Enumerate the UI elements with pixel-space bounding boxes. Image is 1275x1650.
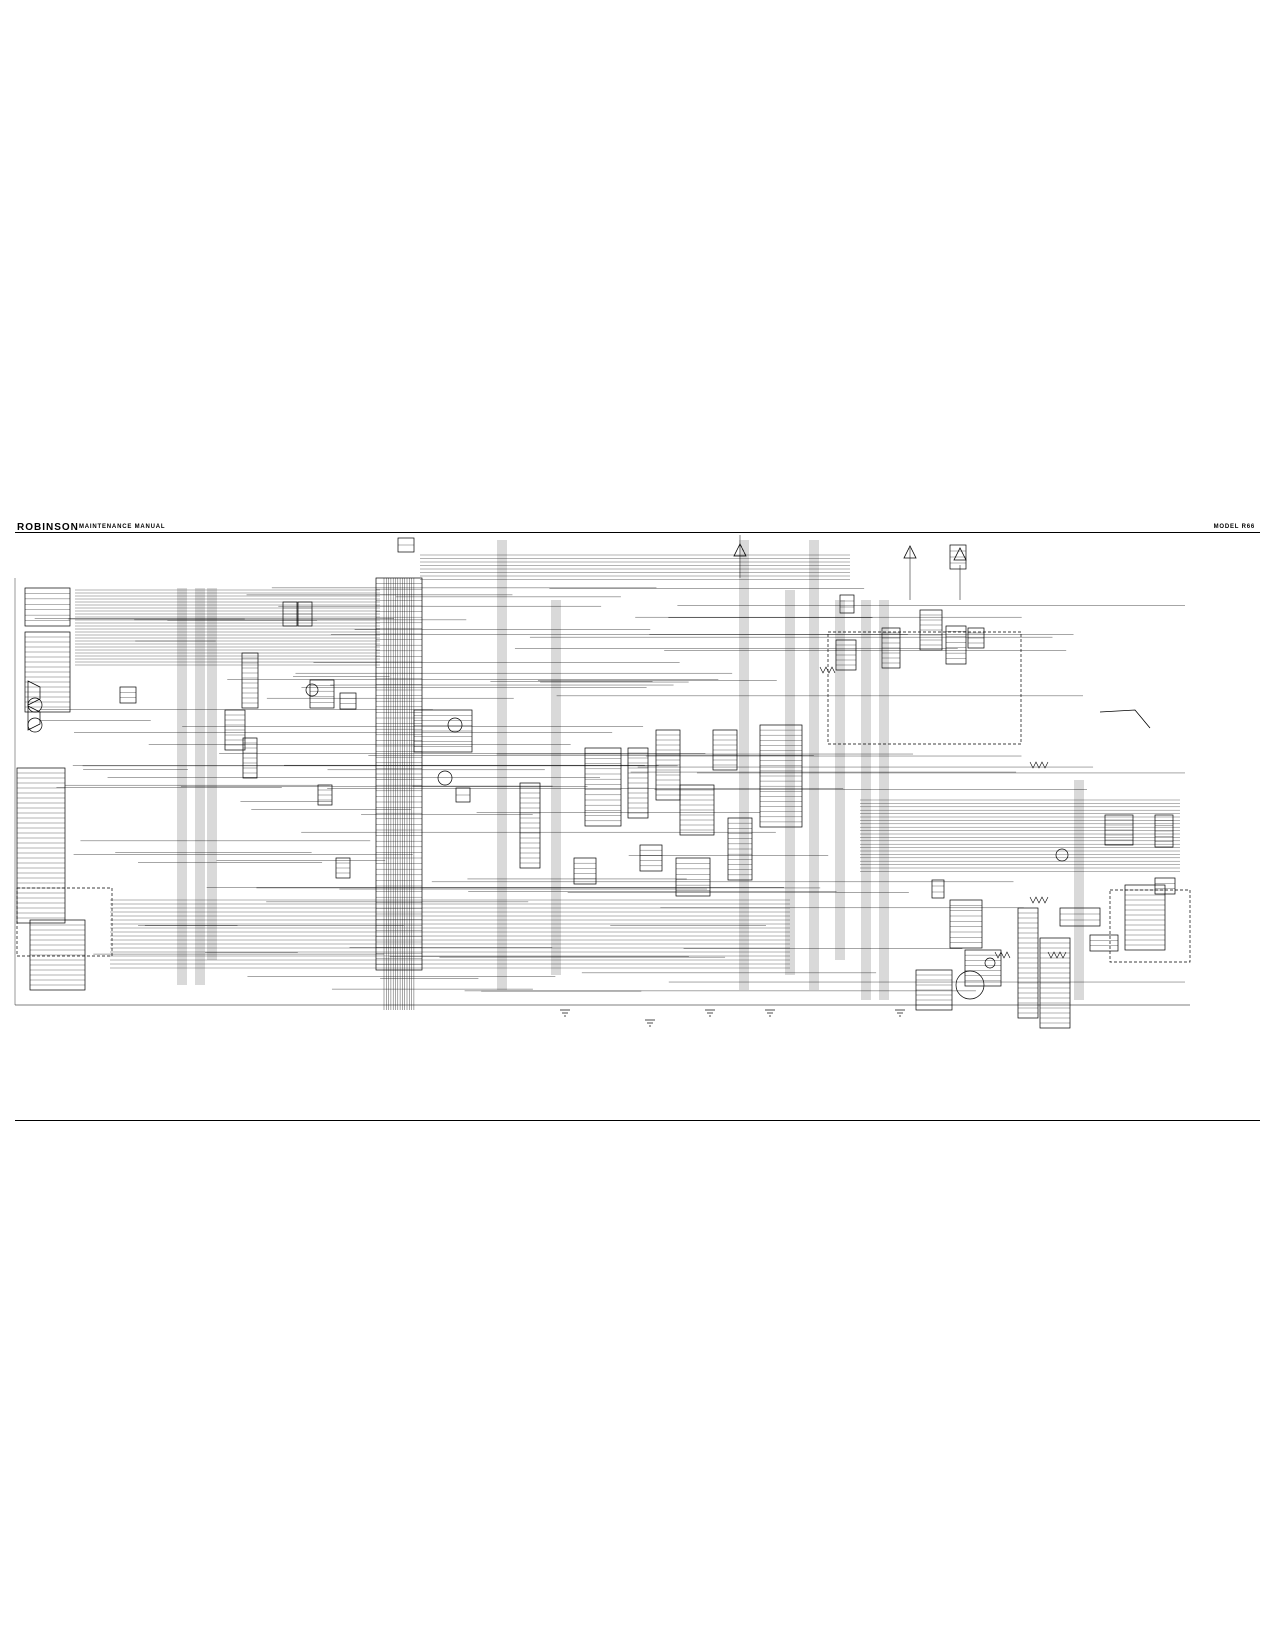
motor-symbol [305,683,319,697]
component-box [931,879,945,899]
brand-title: ROBINSON [17,522,79,533]
resistor-symbol [819,666,836,674]
motor-symbol [27,697,43,713]
antenna-symbol [733,543,747,557]
component-box [309,679,335,709]
component-box [1059,907,1101,927]
component-box [339,692,357,710]
component-box [639,844,663,872]
enclosure-dashed [16,887,113,957]
motor-symbol [984,957,996,969]
enclosure-dashed [827,631,1022,745]
component-box [584,747,622,827]
resistor-symbol [1029,761,1049,769]
component-box [573,857,597,885]
component-box [119,686,137,704]
motor-symbol [955,970,985,1000]
motor-symbol [1055,848,1069,862]
motor-symbol [437,770,453,786]
component-box [1124,884,1166,951]
component-box [839,594,855,614]
collective-lever-symbol [1099,709,1151,729]
enclosure-dashed [1109,889,1191,963]
component-box [945,625,967,665]
model-title: MODEL R66 [1213,524,1255,530]
component-box [964,949,1002,987]
speaker-symbol [27,680,41,706]
resistor-symbol [1047,951,1067,959]
component-box [675,857,711,897]
motor-symbol [447,717,463,733]
manual-title: MAINTENANCE MANUAL [79,524,166,530]
component-box [24,587,71,627]
component-box [1089,934,1119,952]
resistor-symbol [994,951,1011,959]
component-box [16,767,66,924]
component-box [241,652,259,709]
resistor-symbol [1029,896,1049,904]
footer-rule [15,1120,1260,1121]
antenna-symbol [903,545,917,559]
component-box [949,899,983,949]
header-rule [15,532,1260,533]
speaker-symbol [27,705,41,731]
component-box [519,782,541,869]
antenna-symbol [953,547,967,561]
